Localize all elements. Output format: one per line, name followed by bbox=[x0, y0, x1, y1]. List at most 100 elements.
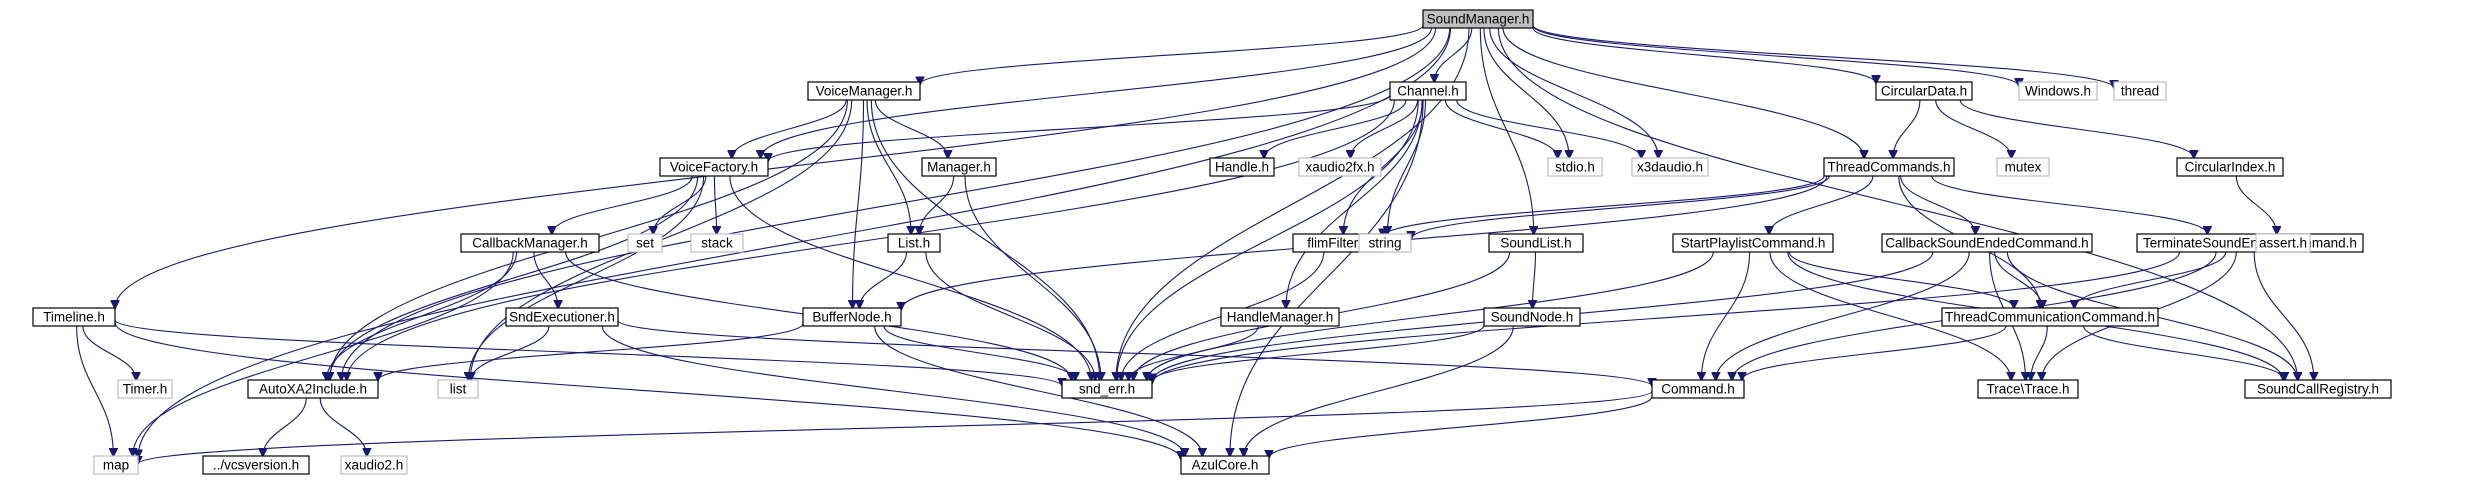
edge-callbackmanager-to-autoxa2 bbox=[326, 251, 518, 380]
edge-channel-to-voicefactory bbox=[768, 94, 1391, 161]
node-box-command bbox=[1651, 379, 1745, 399]
node-box-timer bbox=[117, 379, 173, 399]
node-box-handlemanager bbox=[1220, 307, 1340, 327]
edge-callbackmanager-to-sndexecutioner bbox=[533, 251, 558, 308]
node-label-autoxa2: AutoXA2Include.h bbox=[259, 382, 367, 397]
edge-list_h-to-snderr bbox=[925, 251, 1095, 380]
edge-voicefactory-to-callbackmanager bbox=[552, 175, 693, 234]
node-circularindex[interactable]: CircularIndex.h bbox=[2176, 157, 2284, 177]
node-box-handle bbox=[1209, 157, 1275, 177]
node-label-voicefactory: VoiceFactory.h bbox=[670, 160, 758, 175]
edge-autoxa2-to-xaudio2 bbox=[319, 397, 367, 456]
edge-channel-to-autoxa2 bbox=[347, 99, 1395, 380]
edge-soundnode-to-azulcore bbox=[1244, 325, 1514, 456]
node-label-channel: Channel.h bbox=[1397, 84, 1459, 99]
node-box-xaudio2 bbox=[340, 455, 408, 475]
node-callbackmanager[interactable]: CallbackManager.h bbox=[460, 233, 600, 253]
node-handle[interactable]: Handle.h bbox=[1209, 157, 1275, 177]
node-label-stack: stack bbox=[701, 236, 733, 251]
node-soundmanager[interactable]: SoundManager.h bbox=[1422, 9, 1534, 29]
node-command[interactable]: Command.h bbox=[1651, 379, 1745, 399]
node-terminatesound[interactable]: TerminateSoundEngineCommand.h bbox=[2136, 233, 2364, 253]
node-label-stdio: stdio.h bbox=[1555, 160, 1595, 175]
edge-circulardata-to-circularindex bbox=[1959, 99, 2194, 158]
node-label-timeline: Timeline.h bbox=[43, 310, 105, 325]
node-label-azulcore: AzulCore.h bbox=[1192, 458, 1259, 473]
node-box-voicemanager bbox=[807, 81, 921, 101]
node-box-set bbox=[627, 233, 663, 253]
node-label-circularindex: CircularIndex.h bbox=[2185, 160, 2276, 175]
node-soundcallregistry[interactable]: SoundCallRegistry.h bbox=[2244, 379, 2392, 399]
node-label-handlemanager: HandleManager.h bbox=[1227, 310, 1334, 325]
edge-threadcommands-to-callbacksoundended bbox=[1900, 175, 1976, 234]
node-assert: assert.h bbox=[2255, 233, 2311, 253]
node-startplaylist[interactable]: StartPlaylistCommand.h bbox=[1672, 233, 1834, 253]
node-soundnode[interactable]: SoundNode.h bbox=[1483, 307, 1581, 327]
node-box-circulardata bbox=[1875, 81, 1973, 101]
node-manager[interactable]: Manager.h bbox=[921, 157, 997, 177]
node-autoxa2[interactable]: AutoXA2Include.h bbox=[247, 379, 379, 399]
edge-startplaylist-to-snderr bbox=[1147, 251, 1714, 380]
node-trace[interactable]: Trace\Trace.h bbox=[1977, 379, 2079, 399]
node-box-timeline bbox=[32, 307, 116, 327]
node-voicefactory[interactable]: VoiceFactory.h bbox=[659, 157, 769, 177]
node-box-autoxa2 bbox=[247, 379, 379, 399]
node-windows: Windows.h bbox=[2018, 81, 2098, 101]
edge-threadcommands-to-string bbox=[1411, 175, 1830, 239]
node-box-string bbox=[1358, 233, 1412, 253]
edge-soundmanager-to-voicemanager bbox=[920, 24, 1424, 84]
edge-timeline-to-map bbox=[76, 325, 114, 456]
node-channel[interactable]: Channel.h bbox=[1389, 81, 1467, 101]
edge-startplaylist-to-command bbox=[1701, 251, 1751, 380]
node-timeline[interactable]: Timeline.h bbox=[32, 307, 116, 327]
node-box-callbackmanager bbox=[460, 233, 600, 253]
node-snderr[interactable]: snd_err.h bbox=[1061, 379, 1153, 399]
node-label-timer: Timer.h bbox=[123, 382, 168, 397]
edge-sndexecutioner-to-list bbox=[471, 325, 550, 380]
node-label-startplaylist: StartPlaylistCommand.h bbox=[1681, 236, 1826, 251]
node-callbacksoundended[interactable]: CallbackSoundEndedCommand.h bbox=[1881, 233, 2093, 253]
node-box-threadcomm bbox=[1941, 307, 2159, 327]
node-sndexecutioner[interactable]: SndExecutioner.h bbox=[505, 307, 619, 327]
node-soundlist[interactable]: SoundList.h bbox=[1488, 233, 1584, 253]
edge-buffernode-to-snderr bbox=[883, 325, 1075, 380]
edge-soundnode-to-snderr bbox=[1152, 324, 1485, 381]
node-circulardata[interactable]: CircularData.h bbox=[1875, 81, 1973, 101]
node-box-vcsversion bbox=[202, 455, 310, 475]
node-label-buffernode: BufferNode.h bbox=[812, 310, 891, 325]
node-label-trace: Trace\Trace.h bbox=[1986, 382, 2069, 397]
edge-soundlist-to-soundnode bbox=[1533, 251, 1536, 308]
node-label-vcsversion: ../vcsversion.h bbox=[213, 458, 299, 473]
node-box-soundcallregistry bbox=[2244, 379, 2392, 399]
node-list_h[interactable]: List.h bbox=[887, 233, 941, 253]
edge-soundmanager-to-map bbox=[138, 27, 1452, 458]
node-label-set: set bbox=[636, 236, 654, 251]
node-label-thread: thread bbox=[2121, 84, 2159, 99]
edge-timeline-to-azulcore bbox=[114, 322, 1181, 459]
node-label-mutex: mutex bbox=[2005, 160, 2042, 175]
node-label-map: map bbox=[103, 458, 129, 473]
node-label-xaudio2: xaudio2.h bbox=[345, 458, 404, 473]
node-label-flimfilter: flimFilter.h bbox=[1307, 236, 1369, 251]
node-label-circulardata: CircularData.h bbox=[1881, 84, 1967, 99]
node-vcsversion[interactable]: ../vcsversion.h bbox=[202, 455, 310, 475]
node-label-snderr: snd_err.h bbox=[1079, 382, 1135, 397]
node-threadcomm[interactable]: ThreadCommunicationCommand.h bbox=[1941, 307, 2159, 327]
node-box-xaudio2fx bbox=[1298, 157, 1382, 177]
node-label-list: list bbox=[450, 382, 467, 397]
node-label-x3daudio: x3daudio.h bbox=[1637, 160, 1703, 175]
edge-terminatesound-to-threadcomm bbox=[2074, 251, 2227, 308]
node-label-soundlist: SoundList.h bbox=[1500, 236, 1571, 251]
edge-circulardata-to-mutex bbox=[1935, 99, 2012, 158]
node-buffernode[interactable]: BufferNode.h bbox=[802, 307, 902, 327]
node-voicemanager[interactable]: VoiceManager.h bbox=[807, 81, 921, 101]
node-box-callbacksoundended bbox=[1881, 233, 2093, 253]
edge-voicemanager-to-list_h bbox=[866, 99, 911, 234]
node-box-threadcommands bbox=[1823, 157, 1955, 177]
node-azulcore[interactable]: AzulCore.h bbox=[1180, 455, 1270, 475]
node-threadcommands[interactable]: ThreadCommands.h bbox=[1823, 157, 1955, 177]
node-handlemanager[interactable]: HandleManager.h bbox=[1220, 307, 1340, 327]
edge-circularindex-to-assert bbox=[2235, 175, 2276, 234]
node-box-snderr bbox=[1061, 379, 1153, 399]
